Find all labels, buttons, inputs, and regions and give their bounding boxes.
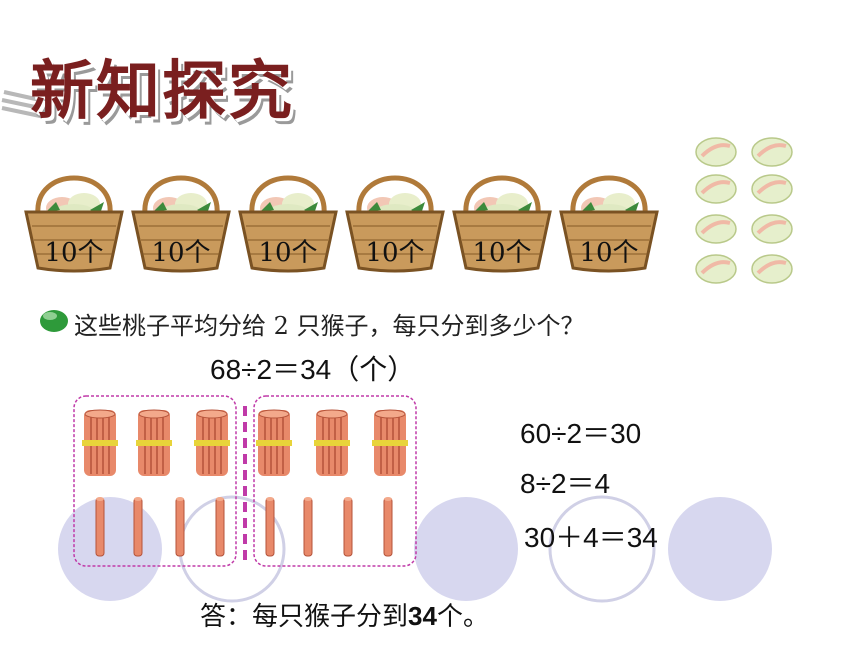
group-right-border <box>253 395 417 567</box>
single-stick <box>383 497 393 557</box>
group-left-border <box>73 395 237 567</box>
peach-icon <box>695 214 737 244</box>
peach-icon <box>751 214 793 244</box>
basket-label: 10个 <box>472 238 532 268</box>
main-equation: 68÷2＝34（个） <box>210 354 416 385</box>
answer-sentence: 答：每只猴子分到34个。 <box>200 596 489 633</box>
basket: 10个 <box>452 156 552 274</box>
peach-icon <box>695 254 737 284</box>
question-bullet-icon <box>40 310 68 332</box>
basket-label: 10个 <box>258 238 318 268</box>
page-title: 新知探究 <box>30 55 294 129</box>
stick-bundle <box>372 409 408 476</box>
basket: 10个 <box>24 156 124 274</box>
stick-bundle <box>314 409 350 476</box>
stick-bundle <box>194 409 230 476</box>
answer-suffix: 个。 <box>436 602 489 632</box>
peach-icon <box>695 174 737 204</box>
single-stick <box>215 497 225 557</box>
stick-bundle <box>256 409 292 476</box>
basket-icon <box>452 175 552 273</box>
basket: 10个 <box>345 156 445 274</box>
single-stick <box>265 497 275 557</box>
single-stick <box>95 497 105 557</box>
loose-peaches <box>695 137 793 284</box>
stick-groups <box>73 395 417 567</box>
basket: 10个 <box>238 156 338 274</box>
basket-icon <box>238 175 338 273</box>
single-stick <box>133 497 143 557</box>
title-stripes <box>1 90 41 118</box>
stick-bundle <box>136 409 172 476</box>
basket-icon <box>24 175 124 273</box>
peach-icon <box>751 137 793 167</box>
basket-label: 10个 <box>44 238 104 268</box>
basket-icon <box>559 175 659 273</box>
basket-label: 10个 <box>151 238 211 268</box>
peach-icon <box>751 174 793 204</box>
stick-bundle <box>82 409 118 476</box>
step-equation-3: 30＋4＝34 <box>524 522 658 553</box>
answer-number: 34 <box>408 601 437 631</box>
deco-circle-5 <box>668 497 772 601</box>
basket-label: 10个 <box>579 238 639 268</box>
deco-circle-4 <box>548 495 656 603</box>
basket: 10个 <box>559 156 659 274</box>
step-equation-1: 60÷2＝30 <box>520 418 642 449</box>
basket-label: 10个 <box>365 238 425 268</box>
deco-circle-3 <box>414 497 518 601</box>
peach-icon <box>695 137 737 167</box>
question-text: 这些桃子平均分给 2 只猴子，每只分到多少个？ <box>74 312 585 340</box>
single-stick <box>303 497 313 557</box>
basket-icon <box>131 175 231 273</box>
single-stick <box>343 497 353 557</box>
answer-prefix: 答：每只猴子分到 <box>200 602 409 632</box>
single-stick <box>175 497 185 557</box>
basket-icon <box>345 175 445 273</box>
step-equation-2: 8÷2＝4 <box>520 468 611 499</box>
basket: 10个 <box>131 156 231 274</box>
peach-icon <box>751 254 793 284</box>
